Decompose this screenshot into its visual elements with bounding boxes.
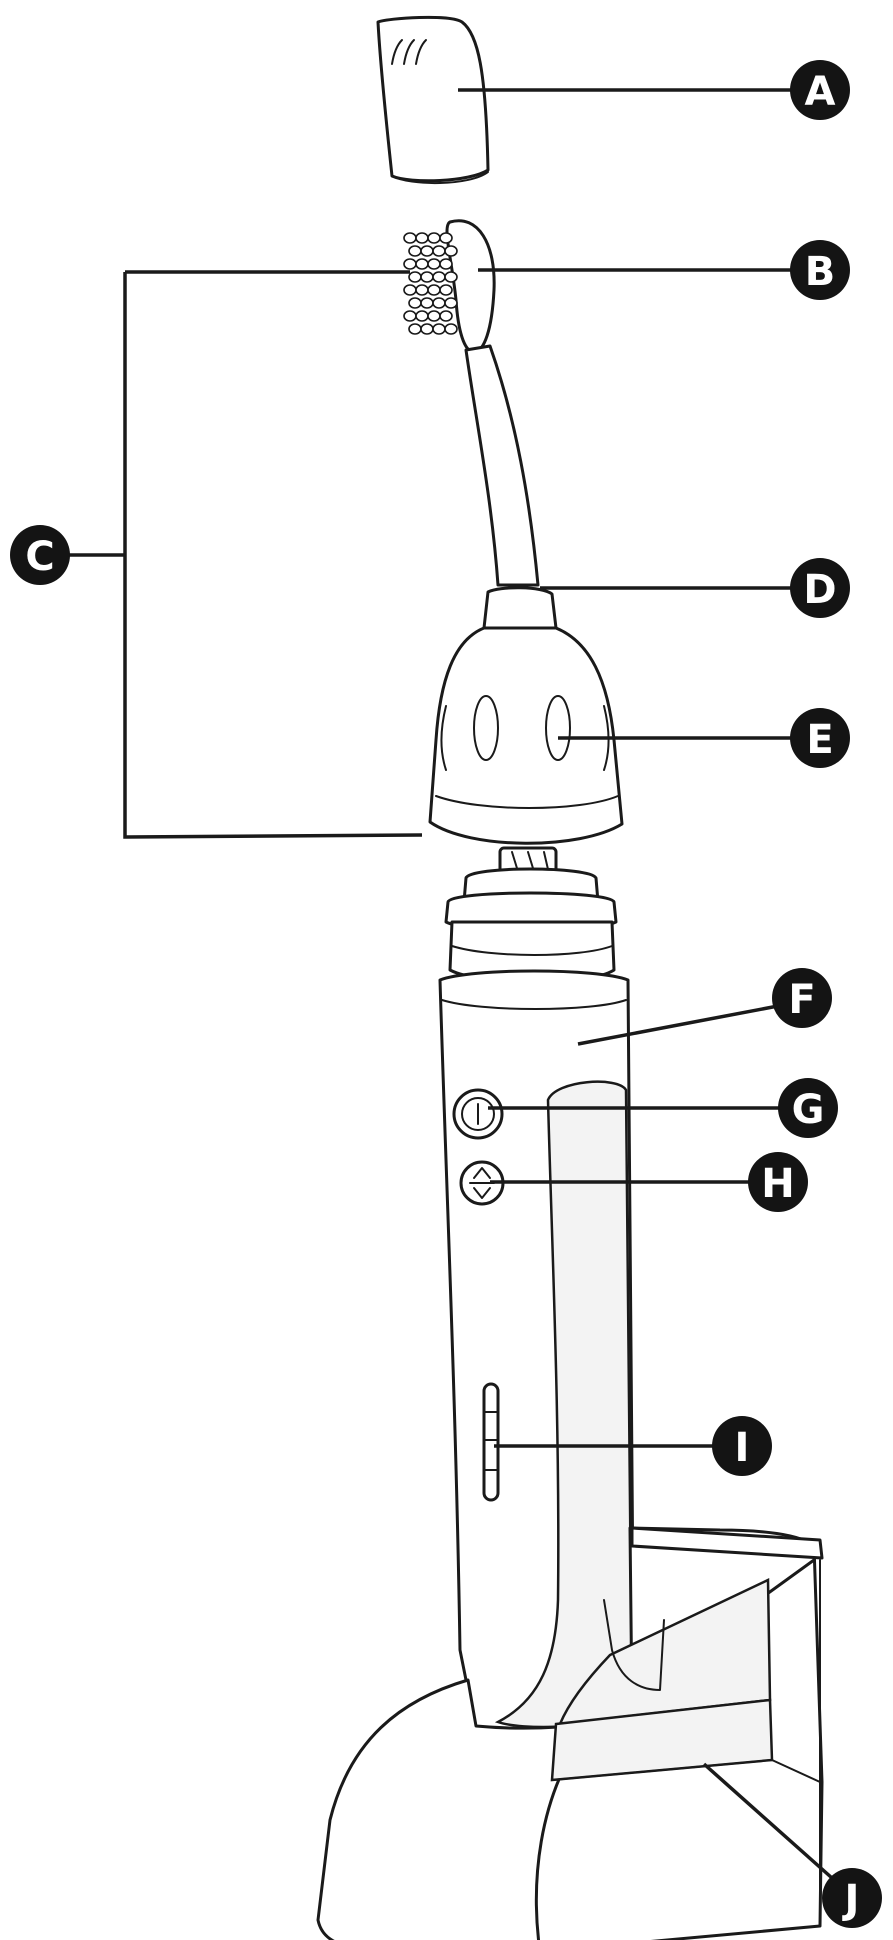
brush-base <box>428 586 624 845</box>
bristle-tuft <box>408 271 422 283</box>
bristle-tuft <box>408 323 422 335</box>
callout-f: F <box>772 968 832 1028</box>
charging-stand <box>316 1526 824 1940</box>
callout-b-label: B <box>805 249 836 295</box>
handle <box>438 969 636 1736</box>
bristle-tuft <box>439 258 453 270</box>
callout-f-label: F <box>788 977 815 1023</box>
brush-neck <box>464 344 540 587</box>
callout-d: D <box>790 558 850 618</box>
callout-a-label: A <box>805 69 836 115</box>
callout-i: I <box>712 1416 772 1476</box>
bristle-tuft <box>408 245 422 257</box>
callout-h: H <box>748 1152 808 1212</box>
bristle-tuft <box>420 271 434 283</box>
callout-e: E <box>790 708 850 768</box>
drive-coupling <box>444 846 618 984</box>
bristle-tuft <box>444 245 458 257</box>
callout-a: A <box>790 60 850 120</box>
bristle-tuft <box>444 297 458 309</box>
callout-i-label: I <box>735 1425 750 1471</box>
callout-j-label: J <box>842 1877 860 1923</box>
callout-b: B <box>790 240 850 300</box>
brush-head <box>403 219 496 354</box>
bristle-tuft <box>420 297 434 309</box>
bristle-tuft <box>415 310 429 322</box>
bristle-tuft <box>403 310 417 322</box>
bristle-tuft <box>432 323 446 335</box>
callout-g: G <box>778 1078 838 1138</box>
power-button <box>452 1088 504 1140</box>
callout-d-label: D <box>803 567 836 613</box>
bristle-tuft <box>415 232 429 244</box>
callout-c: C <box>10 525 70 585</box>
bristle-tuft <box>415 284 429 296</box>
protective-cap <box>376 15 490 185</box>
bristle-tuft <box>427 232 441 244</box>
bristle-tuft <box>427 258 441 270</box>
bristle-tuft <box>439 232 453 244</box>
callout-g-label: G <box>792 1087 825 1133</box>
bristle-tuft <box>444 323 458 335</box>
callout-h-label: H <box>761 1161 794 1207</box>
bristle-tuft <box>432 297 446 309</box>
callout-c-label: C <box>25 534 54 580</box>
callout-j: J <box>822 1868 882 1928</box>
bristle-tuft <box>439 284 453 296</box>
battery-indicator <box>482 1382 500 1502</box>
bristle-tufts <box>403 232 458 335</box>
bristle-tuft <box>420 245 434 257</box>
bristle-tuft <box>427 284 441 296</box>
bristle-tuft <box>403 232 417 244</box>
bristle-tuft <box>427 310 441 322</box>
bristle-tuft <box>403 258 417 270</box>
callout-e-label: E <box>806 717 833 763</box>
bristle-tuft <box>403 284 417 296</box>
bristle-tuft <box>439 310 453 322</box>
bristle-tuft <box>444 271 458 283</box>
bristle-tuft <box>420 323 434 335</box>
bristle-tuft <box>415 258 429 270</box>
leader-lines <box>60 88 834 1880</box>
bristle-tuft <box>408 297 422 309</box>
bristle-tuft <box>432 245 446 257</box>
bristle-tuft <box>432 271 446 283</box>
